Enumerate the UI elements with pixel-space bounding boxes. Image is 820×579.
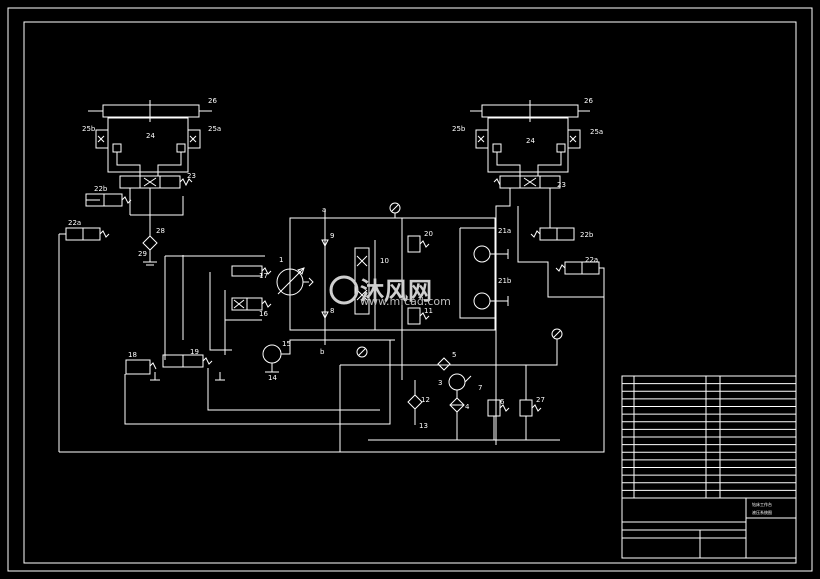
watermark-url: www.mfcad.com bbox=[360, 295, 451, 308]
label-4: 4 bbox=[465, 403, 470, 411]
label-24-left: 24 bbox=[146, 132, 155, 140]
pressure-gauge-mid bbox=[356, 346, 368, 358]
label-13: 13 bbox=[419, 422, 428, 430]
outer-border bbox=[7, 7, 813, 572]
cylinder-26-left bbox=[102, 104, 200, 118]
label-7: 7 bbox=[478, 384, 482, 392]
check-valve-5 bbox=[437, 357, 451, 371]
central-circuit bbox=[59, 202, 605, 453]
title-text-2: 液压系统图 bbox=[752, 509, 772, 515]
label-14: 14 bbox=[268, 374, 277, 382]
hydraulic-motor-21a bbox=[473, 245, 491, 263]
label-24-right: 24 bbox=[526, 137, 535, 145]
label-23-right: 23 bbox=[557, 181, 566, 189]
pump-motor-15 bbox=[262, 344, 282, 364]
inner-border bbox=[23, 21, 797, 564]
label-b: b bbox=[320, 348, 325, 356]
valve-25a-right bbox=[567, 129, 581, 149]
label-25a-left: 25a bbox=[208, 125, 221, 133]
title-text-1: 钻床工作台 bbox=[752, 501, 772, 507]
label-15: 15 bbox=[282, 340, 291, 348]
label-22b-right: 22b bbox=[580, 231, 594, 239]
label-25b-left: 25b bbox=[82, 125, 96, 133]
hydraulic-motor-21b bbox=[473, 292, 491, 310]
pump-3 bbox=[448, 373, 466, 391]
valve-17 bbox=[231, 265, 263, 277]
label-25b-right: 25b bbox=[452, 125, 466, 133]
label-10: 10 bbox=[380, 257, 389, 265]
label-6: 6 bbox=[500, 398, 505, 406]
left-cylinder-group bbox=[58, 100, 212, 452]
valve-25b-left bbox=[95, 129, 109, 149]
label-23-left: 23 bbox=[187, 172, 196, 180]
component-labels: 26 26 25b 25a 24 25b 25a 24 23 23 22b 22… bbox=[68, 97, 603, 430]
label-12: 12 bbox=[421, 396, 430, 404]
label-16: 16 bbox=[259, 310, 268, 318]
filter-28 bbox=[142, 235, 158, 251]
relief-valve-18 bbox=[125, 359, 151, 375]
label-28: 28 bbox=[156, 227, 165, 235]
watermark-brand: 沐风网 bbox=[360, 277, 432, 305]
label-25a-right: 25a bbox=[590, 128, 603, 136]
watermark: 沐风网 www.mfcad.com bbox=[329, 275, 451, 308]
label-18: 18 bbox=[128, 351, 137, 359]
label-1: 1 bbox=[279, 256, 283, 264]
filter-12 bbox=[407, 394, 423, 410]
right-cylinder-group bbox=[470, 100, 605, 445]
fixture-24-right bbox=[487, 117, 569, 173]
relief-valve-20 bbox=[407, 235, 421, 253]
label-22b-left: 22b bbox=[94, 185, 108, 193]
valve-25a-left bbox=[187, 129, 201, 149]
label-22a-right: 22a bbox=[585, 256, 598, 264]
label-5: 5 bbox=[452, 351, 456, 359]
label-17: 17 bbox=[259, 272, 268, 280]
label-26a: 26 bbox=[208, 97, 217, 105]
label-21a: 21a bbox=[498, 227, 511, 235]
drawing-title-block bbox=[621, 497, 797, 559]
watermark-logo-icon bbox=[329, 275, 359, 305]
directional-valve-23-right bbox=[499, 175, 561, 189]
label-26b: 26 bbox=[584, 97, 593, 105]
label-22a-left: 22a bbox=[68, 219, 81, 227]
relief-valve-27 bbox=[519, 399, 533, 417]
title-block: 钻床工作台 液压系统图 bbox=[621, 375, 797, 559]
label-20: 20 bbox=[424, 230, 433, 238]
label-3: 3 bbox=[438, 379, 442, 387]
label-11: 11 bbox=[424, 307, 433, 315]
label-9: 9 bbox=[330, 232, 334, 240]
valve-25b-right bbox=[475, 129, 489, 149]
relief-valve-11 bbox=[407, 307, 421, 325]
label-a: a bbox=[322, 206, 326, 214]
label-21b: 21b bbox=[498, 277, 512, 285]
label-8: 8 bbox=[330, 307, 334, 315]
label-27: 27 bbox=[536, 396, 545, 404]
relief-valve-6 bbox=[487, 399, 501, 417]
label-29: 29 bbox=[138, 250, 147, 258]
fixture-24-left bbox=[107, 117, 189, 173]
label-19: 19 bbox=[190, 348, 199, 356]
